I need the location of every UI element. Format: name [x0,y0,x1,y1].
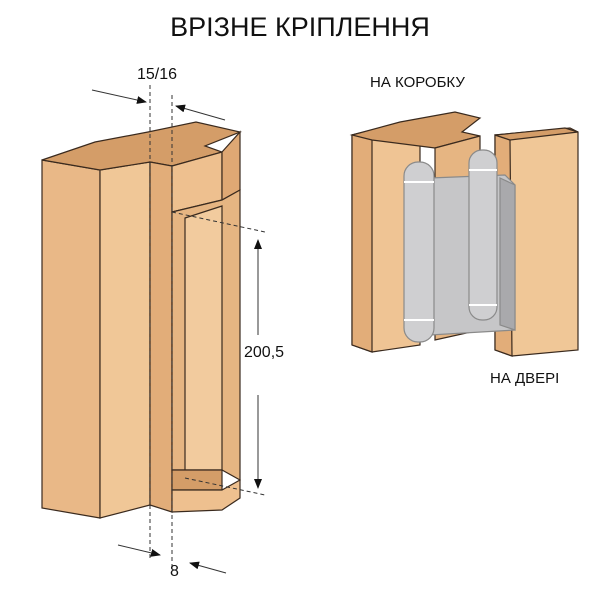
label-frame: НА КОРОБКУ [370,74,465,91]
dimension-rebate-width: 15/16 [137,66,178,83]
frame-profile [41,121,243,519]
label-door: НА ДВЕРІ [490,370,560,387]
dimension-lines [91,85,266,574]
dimension-mortise-height: 200,5 [244,344,285,361]
dimension-mortise-depth: 8 [170,563,179,580]
hinge-illustration [349,111,579,357]
diagram-title: ВРІЗНЕ КРІПЛЕННЯ [170,12,430,42]
